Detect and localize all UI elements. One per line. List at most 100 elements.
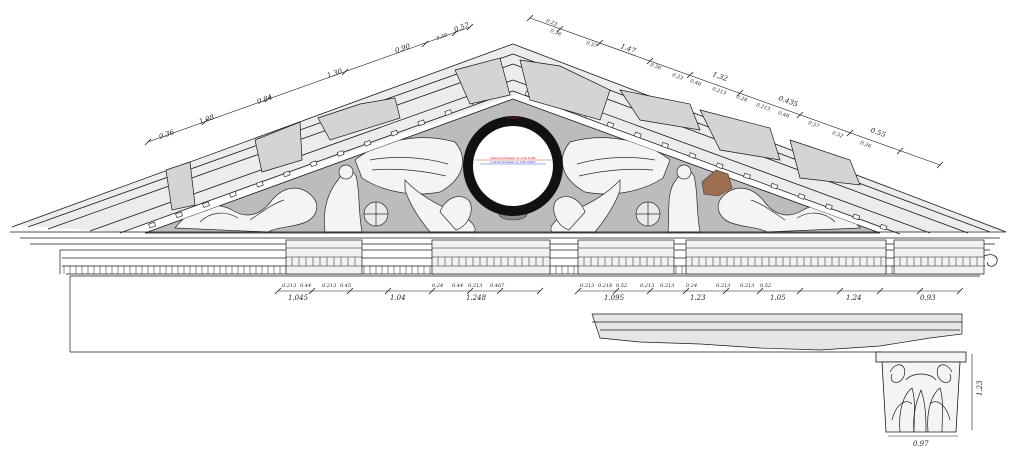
right-triton-head (676, 164, 692, 180)
dim-tick (896, 147, 904, 155)
dim-label: 0.213 (755, 102, 771, 113)
modillion (661, 142, 669, 149)
dim-tick (496, 287, 504, 295)
dim-label: 1.045 (288, 294, 309, 302)
dim-label: 0.50 (649, 62, 662, 72)
original-stone-fragment (701, 169, 733, 197)
capital-body (881, 361, 961, 433)
dim-tick (736, 89, 744, 97)
cornice-moulding-right-4 (512, 90, 901, 235)
dim-label: 0.213 (740, 283, 754, 289)
dim-label: 1.095 (604, 294, 625, 302)
dimension-lines (147, 17, 973, 437)
dim-tick (428, 287, 436, 295)
medallion-inner (473, 126, 553, 206)
modillion (229, 191, 237, 198)
modillion (202, 201, 210, 208)
dims-lower-main: 1.045 1.04 1.248 1.095 1.23 1.05 1.24 0.93 (288, 294, 936, 302)
modillion (282, 170, 291, 178)
dim-label: 1.32 (711, 70, 729, 83)
dim-label: 0.467 (490, 283, 505, 289)
dim-label: 0.48 (777, 110, 790, 119)
corinthian-capital (875, 351, 967, 433)
dim-tick (612, 287, 620, 295)
dim-label: 0.26 (859, 140, 872, 150)
dim-label: 1.248 (466, 294, 487, 302)
modillion (715, 162, 724, 170)
architrave-fragment (590, 313, 963, 353)
modillion (606, 121, 615, 129)
dim-tick (451, 29, 459, 37)
dim-tick (421, 40, 429, 48)
dim-label: 0.213 (711, 86, 727, 97)
dim-tick (646, 57, 654, 65)
medallion-inner-diameter: Innendurchmesser ca. 0,90–0,92m (490, 160, 535, 164)
medallion: ±0.000m Außendurchmesser ca. 1,16–1,18m … (463, 116, 563, 216)
dim-label: 0.52 (616, 283, 627, 289)
dim-label: 0.57 (807, 120, 820, 130)
dim-label: 0.213 (660, 283, 674, 289)
dim-tick (346, 287, 354, 295)
modillion (743, 172, 751, 180)
dim-label: 0.213 (468, 283, 482, 289)
modillion (879, 223, 888, 231)
modillion (255, 180, 264, 188)
dim-label: 0.213 (322, 283, 336, 289)
dim-tick (722, 287, 730, 295)
dim-tick (846, 129, 854, 137)
dim-tick (876, 287, 884, 295)
dim-label: 1.23 (690, 294, 706, 302)
dim-label: 0.36 (158, 128, 176, 141)
dim-tick (646, 287, 654, 295)
dim-tick (956, 287, 964, 295)
dim-label: 0.45 (340, 283, 351, 289)
left-triton-head (338, 164, 354, 180)
dim-label: 0.213 (716, 283, 730, 289)
dim-label: 0.44 (452, 283, 463, 289)
dim-label: 0.24 (432, 283, 443, 289)
medallion-outer-diameter: Außendurchmesser ca. 1,16–1,18m (490, 156, 536, 160)
dim-label: 0.23 (545, 18, 558, 27)
dim-label: 0.435 (777, 94, 799, 109)
modillion (309, 160, 318, 167)
modillion (390, 129, 399, 137)
modillion (175, 211, 183, 219)
dim-tick (384, 287, 392, 295)
modillion (444, 109, 453, 116)
right-volute (983, 254, 998, 267)
dim-label: 0.52 (831, 130, 844, 139)
modillion (148, 221, 157, 229)
dim-tick (574, 287, 582, 295)
modillion (363, 139, 372, 147)
dim-label: 0.28 (735, 94, 748, 103)
dim-label: 1.08 (198, 113, 216, 126)
left-helmet (439, 196, 472, 231)
modillion (770, 182, 779, 190)
right-helmet (553, 196, 586, 231)
modillion (417, 119, 426, 127)
dim-tick (936, 161, 944, 169)
dim-label: 0.218 (598, 283, 612, 289)
dim-label: 1.05 (770, 294, 786, 302)
dim-label: 0.93 (920, 294, 936, 302)
dim-tick (341, 68, 349, 76)
dim-tick (916, 287, 924, 295)
dim-tick (526, 14, 534, 22)
dim-label: 0.46 (689, 78, 702, 88)
modillion (336, 150, 345, 157)
dim-label: 0.30 (436, 32, 449, 42)
dim-tick (274, 287, 282, 295)
dim-tick (796, 287, 804, 295)
dim-label: 0.55 (869, 126, 887, 139)
dim-tick (308, 287, 316, 295)
dim-tick (466, 287, 474, 295)
dim-label: 1.24 (846, 294, 862, 302)
dim-label: 0.90 (394, 42, 412, 55)
dim-label: 0.57 (453, 21, 471, 34)
dim-tick (836, 287, 844, 295)
dim-label: 1.04 (390, 294, 406, 302)
dim-label: 0.52 (760, 283, 771, 289)
dim-tick (264, 95, 272, 103)
